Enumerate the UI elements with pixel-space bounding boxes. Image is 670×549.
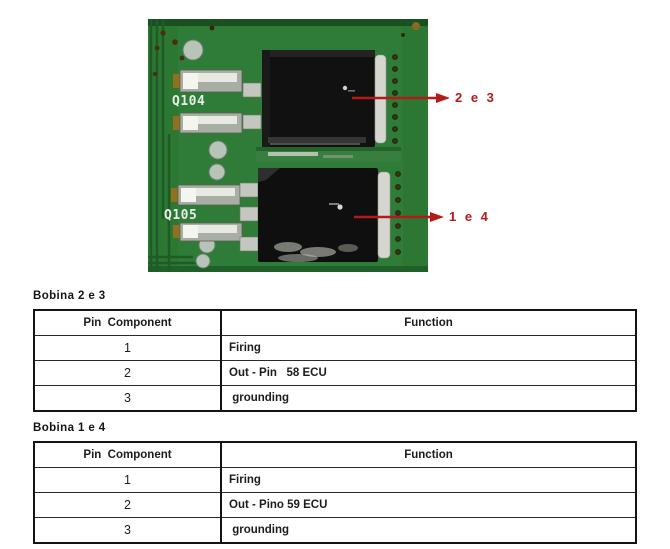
pin-cell: 1 <box>33 467 222 493</box>
annotation-label: 1 e 4 <box>449 209 491 224</box>
annotation-coils-2-3: 2 e 3 <box>350 90 496 106</box>
pin-cell: 1 <box>33 335 222 361</box>
pcb-photo: Q104 Q105 <box>148 19 428 272</box>
pin-cell: 3 <box>33 517 222 544</box>
transistor-bottom <box>258 168 391 262</box>
pcb-drill-dots <box>152 22 420 77</box>
annotation-label: 2 e 3 <box>455 90 497 105</box>
table-row: 3 grounding <box>33 517 637 544</box>
table-row: 1 Firing <box>33 467 637 493</box>
smd-components <box>171 69 243 242</box>
annotation-arrow-icon <box>354 212 444 222</box>
function-cell: Out - Pin 58 ECU <box>220 360 637 386</box>
table-row: 3 grounding <box>33 385 637 412</box>
function-cell: grounding <box>220 385 637 412</box>
table-title: Bobina 1 e 4 <box>33 422 106 434</box>
pin-cell: 2 <box>33 360 222 386</box>
pcb-traces <box>148 19 208 272</box>
pin-function-table: Pin Component Function 1 Firing 2 Out - … <box>33 309 637 412</box>
pcb-pad-holes <box>392 54 401 255</box>
table-header-row: Pin Component Function <box>33 309 637 336</box>
silkscreen-label-q104: Q104 <box>172 94 205 109</box>
pcb-photo-drawing: Q104 Q105 <box>148 19 428 272</box>
header-pin-component: Pin Component <box>33 309 222 336</box>
pin-function-table: Pin Component Function 1 Firing 2 Out - … <box>33 441 637 544</box>
pin-cell: 2 <box>33 492 222 518</box>
annotation-arrow-icon <box>352 93 450 103</box>
pin-cell: 3 <box>33 385 222 412</box>
annotation-coils-1-4: 1 e 4 <box>354 209 490 225</box>
function-cell: Firing <box>220 335 637 361</box>
table-row: 1 Firing <box>33 335 637 361</box>
table-row: 2 Out - Pin 58 ECU <box>33 360 637 386</box>
table-section-bobina-2-3: Bobina 2 e 3 Pin Component Function 1 Fi… <box>33 290 637 412</box>
silkscreen-label-q105: Q105 <box>164 208 197 223</box>
function-cell: Firing <box>220 467 637 493</box>
table-section-bobina-1-4: Bobina 1 e 4 Pin Component Function 1 Fi… <box>33 422 637 544</box>
table-row: 2 Out - Pino 59 ECU <box>33 492 637 518</box>
function-cell: Out - Pino 59 ECU <box>220 492 637 518</box>
table-header-row: Pin Component Function <box>33 441 637 468</box>
header-function: Function <box>220 441 637 468</box>
header-function: Function <box>220 309 637 336</box>
pcb-vias <box>182 39 228 269</box>
transistor-leads <box>239 82 262 252</box>
table-title: Bobina 2 e 3 <box>33 290 106 302</box>
function-cell: grounding <box>220 517 637 544</box>
header-pin-component: Pin Component <box>33 441 222 468</box>
